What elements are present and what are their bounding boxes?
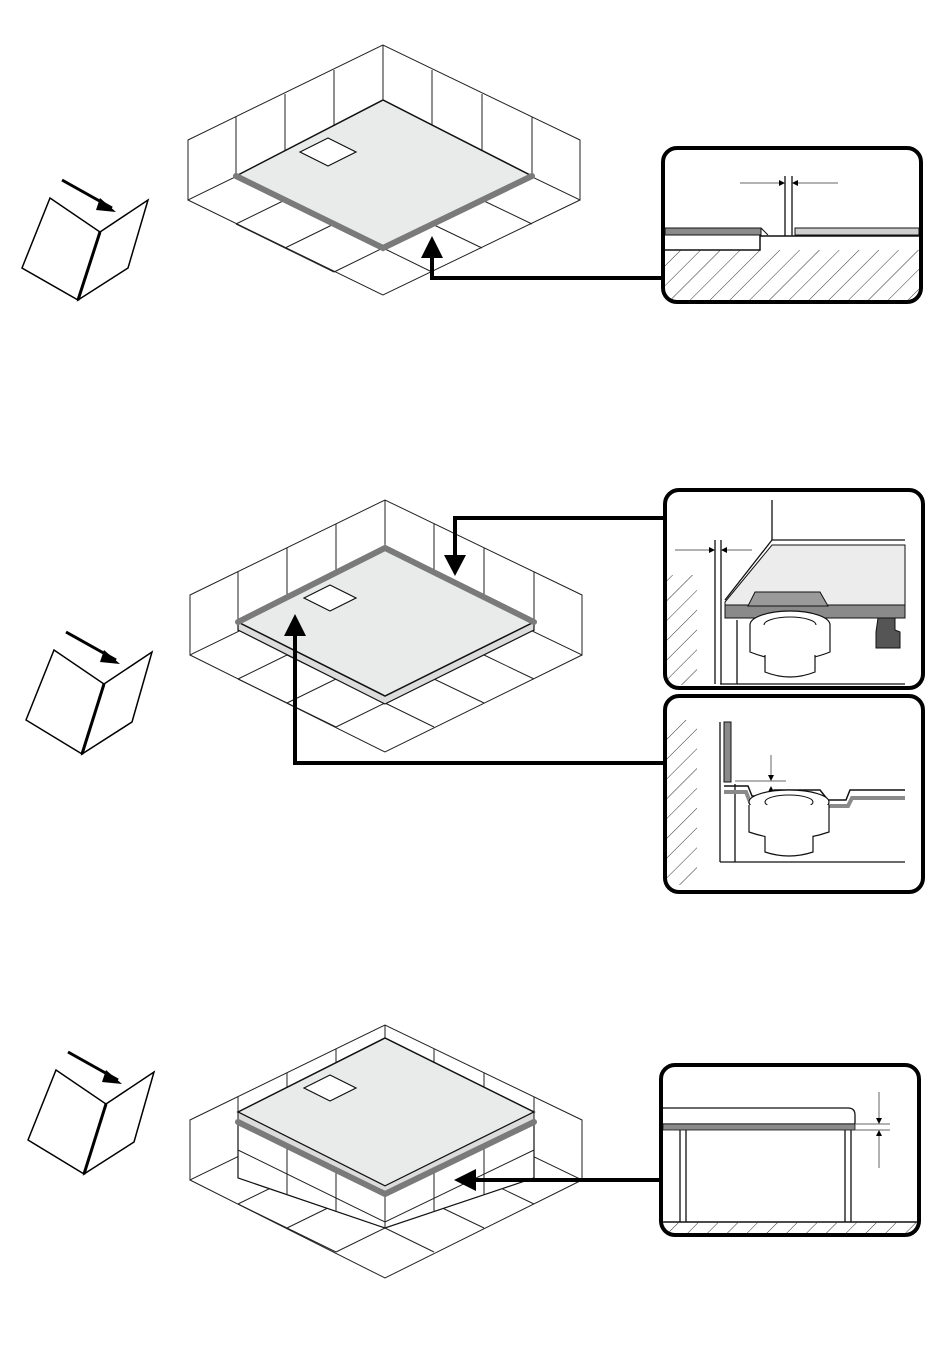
drain-height-detail bbox=[665, 696, 923, 892]
shower-tray bbox=[236, 100, 532, 248]
step-1 bbox=[22, 45, 921, 302]
arrowhead-down bbox=[444, 555, 466, 576]
shower-tray bbox=[238, 548, 534, 696]
open-manual-icon bbox=[28, 1052, 154, 1174]
step-2 bbox=[26, 490, 923, 892]
open-manual-icon bbox=[22, 180, 148, 300]
wall-gap-drain-detail bbox=[665, 490, 923, 688]
open-manual-icon bbox=[26, 632, 152, 754]
gap-detail bbox=[663, 148, 921, 302]
plinth-height-detail bbox=[661, 1065, 919, 1236]
arrowhead-up bbox=[421, 236, 443, 258]
callout-arrow bbox=[432, 258, 665, 278]
step-3 bbox=[28, 1025, 919, 1278]
